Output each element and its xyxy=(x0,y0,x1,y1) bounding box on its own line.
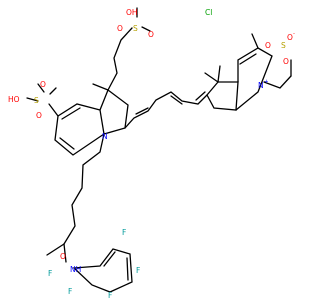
atom-f2: F xyxy=(48,269,52,278)
atom-s-top: S xyxy=(133,24,138,33)
atom-o-right-a: O xyxy=(265,41,271,50)
atom-cl: Cl xyxy=(205,8,212,17)
atom-o-minus: O xyxy=(287,33,293,42)
atom-o-top-b: O xyxy=(148,30,154,39)
atom-f5: F xyxy=(108,291,112,300)
chemical-structure: OH O S O Cl HO S O O N N + O S O O - O N… xyxy=(8,7,295,300)
atom-f3: F xyxy=(136,266,140,275)
atom-o-amide: O xyxy=(60,252,66,261)
atom-o-left-a: O xyxy=(40,80,46,89)
atom-n-indole: N xyxy=(102,132,108,141)
atom-n-pyridinium: N xyxy=(258,81,264,90)
atom-o-left-b: O xyxy=(36,111,42,120)
n-plus-charge: + xyxy=(264,79,269,85)
atom-s-left: S xyxy=(34,96,39,105)
atom-s-right: S xyxy=(281,41,286,50)
o-minus-charge: - xyxy=(293,31,295,37)
atom-o-right-b: O xyxy=(283,57,289,66)
atom-f4: F xyxy=(68,287,72,296)
atom-ho-left: HO xyxy=(8,95,20,104)
atom-f1: F xyxy=(122,228,126,237)
atom-labels: OH O S O Cl HO S O O N N + O S O O - O N… xyxy=(8,8,295,300)
atom-o-top-a: O xyxy=(117,24,123,33)
atom-oh-top: OH xyxy=(126,8,138,17)
bond-skeleton xyxy=(26,7,292,293)
chemical-structure-canvas: OH O S O Cl HO S O O N N + O S O O - O N… xyxy=(8,7,295,300)
atom-nh: NH xyxy=(70,265,81,274)
